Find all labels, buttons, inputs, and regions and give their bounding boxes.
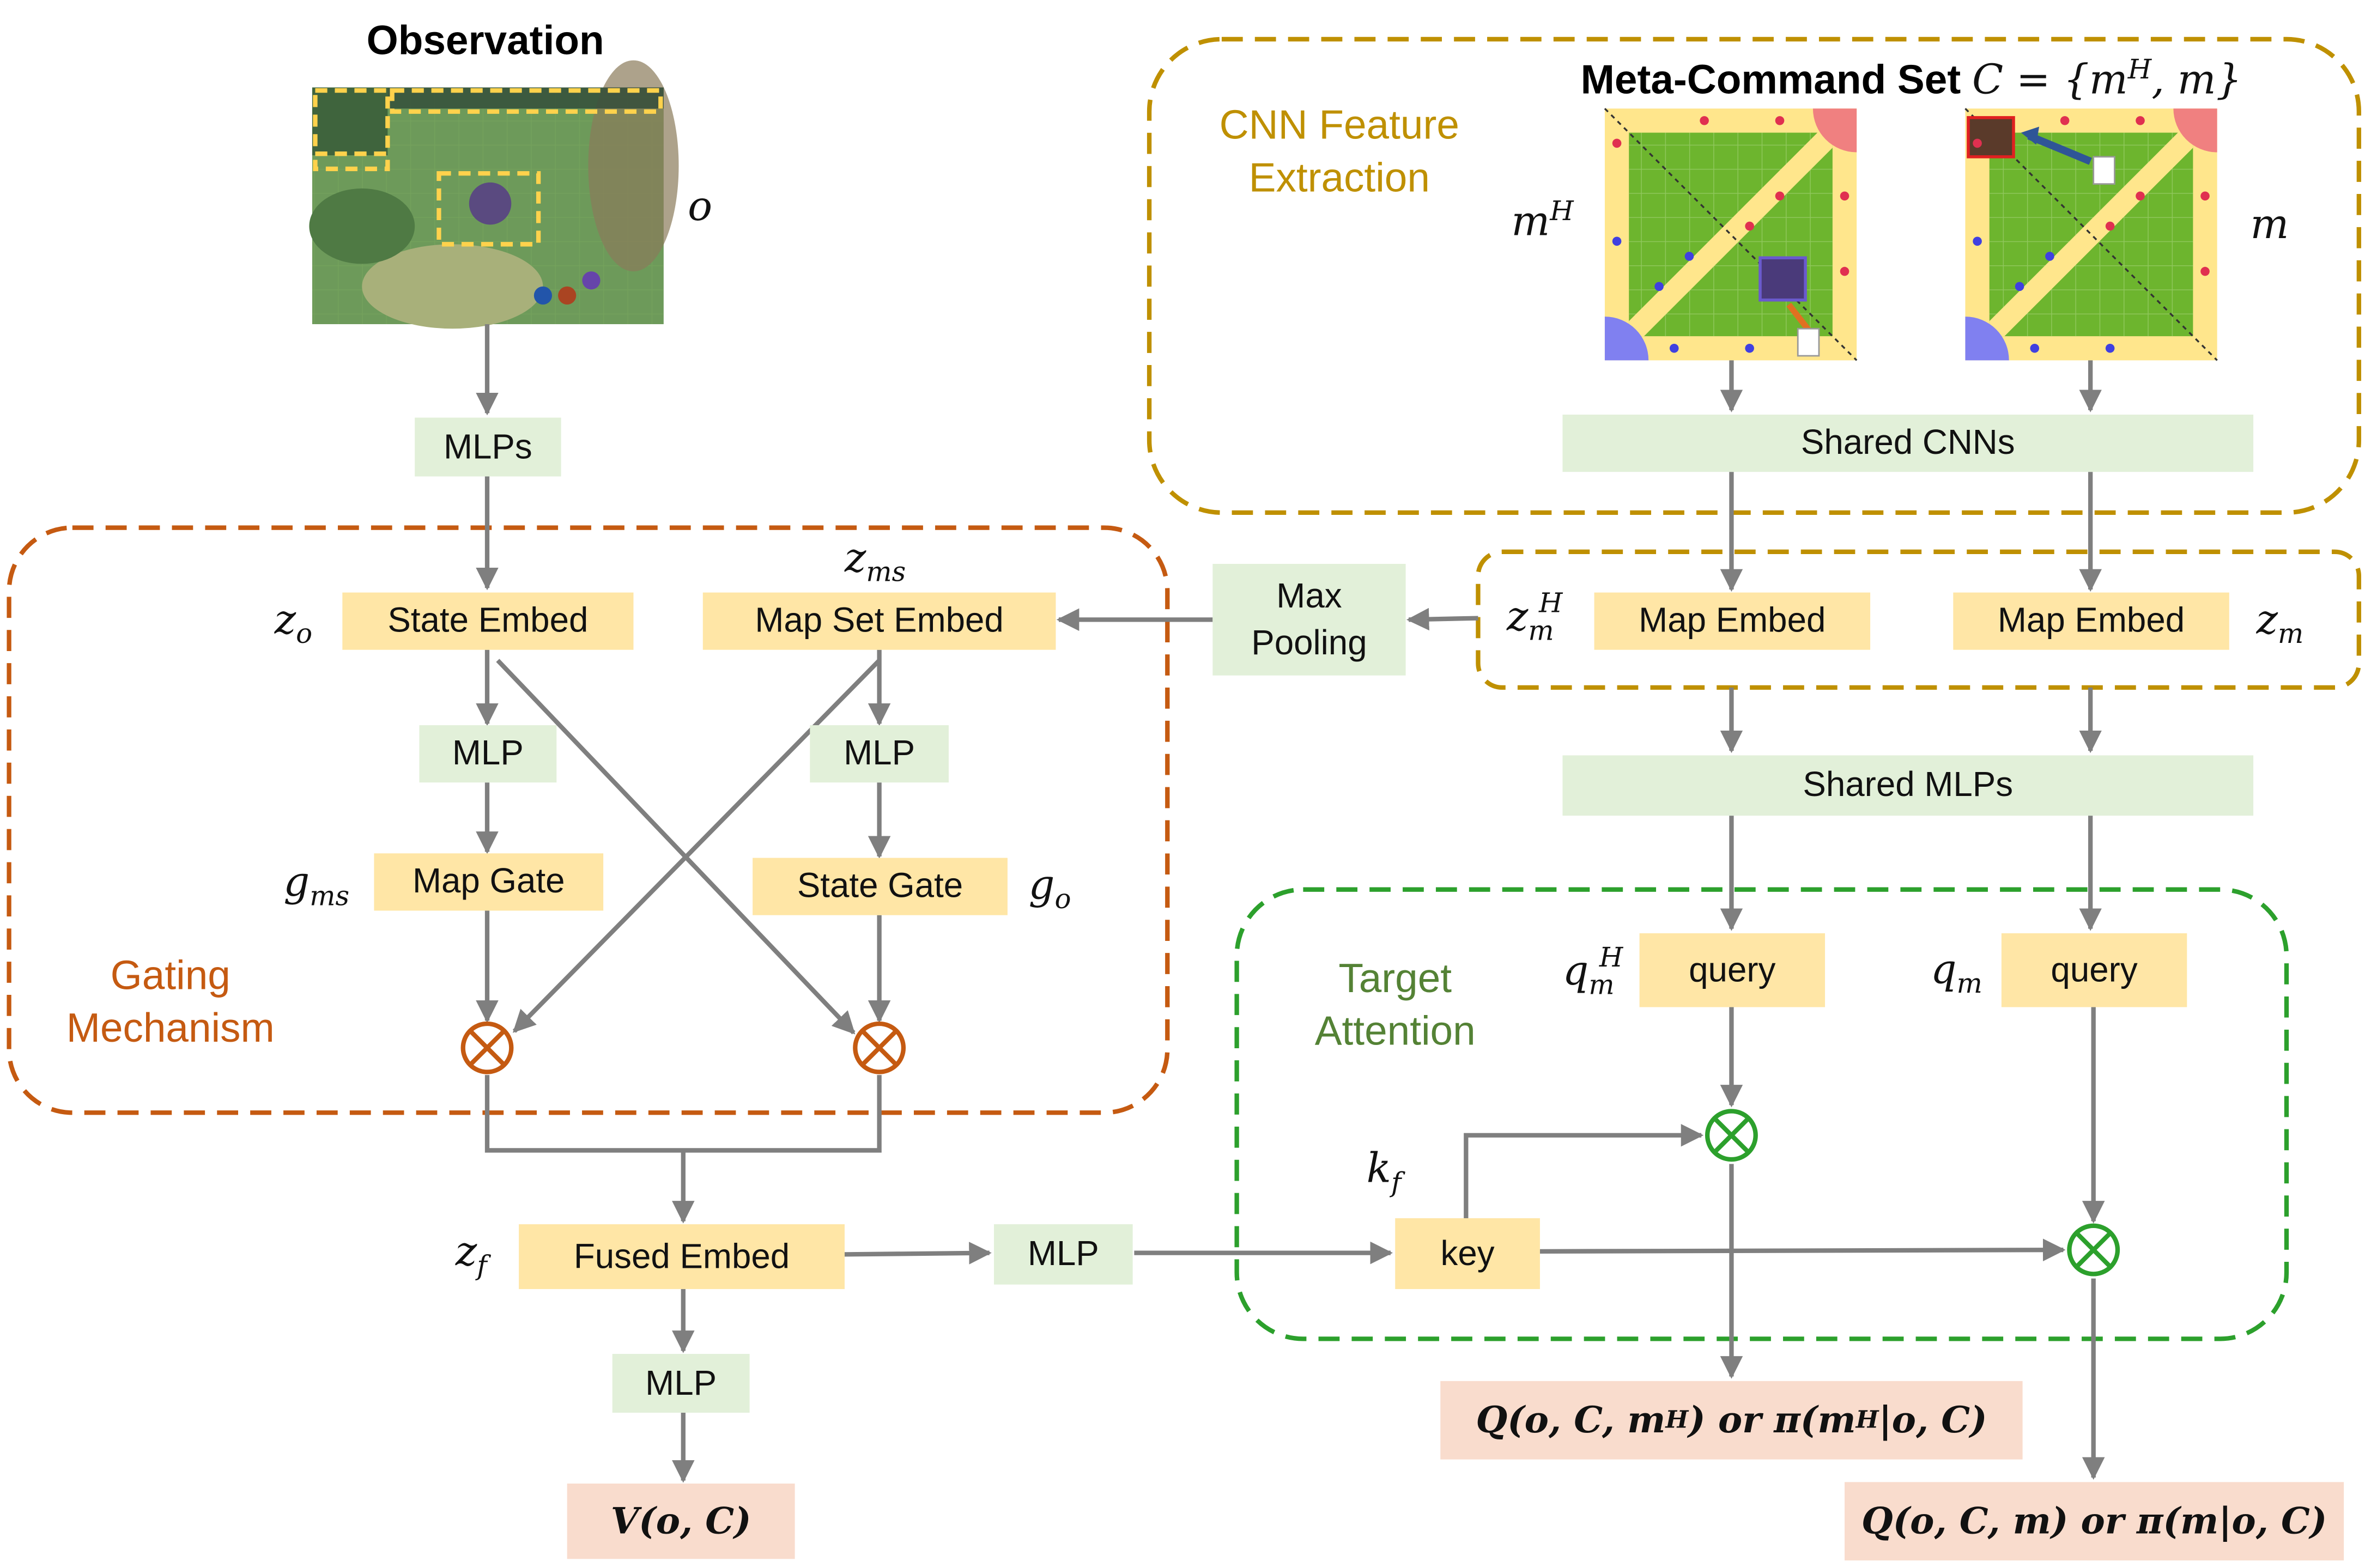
game-screenshot	[309, 60, 679, 329]
target-attention-frame	[1234, 887, 2289, 1341]
k-f-symbol: kf	[1366, 1146, 1402, 1200]
state-embed-box: State Embed	[342, 592, 634, 650]
gate-multiply-right	[853, 1021, 906, 1074]
gating-mechanism-frame	[7, 525, 1170, 1115]
meta-command-set-label: Meta-Command Set	[1580, 57, 1961, 103]
mlp-right-box: MLP	[810, 725, 949, 783]
state-gate-box: State Gate	[753, 858, 1008, 915]
z-f-symbol: zf	[455, 1229, 487, 1283]
q-mH-symbol: qmH	[1562, 942, 1623, 1002]
q-low-output-box: Q(o, C, m) or π(m|o, C)	[1845, 1482, 2344, 1561]
mlps-box: MLPs	[415, 417, 561, 477]
shared-cnns-box: Shared CNNs	[1562, 415, 2254, 472]
z-o-symbol: zo	[274, 597, 313, 651]
meta-command-set-title: Meta-Command Set C = {mH, m}	[1581, 54, 2242, 104]
observation-title: Observation	[366, 18, 604, 64]
z-ms-symbol: zms	[844, 535, 906, 589]
map-symbol-high: mH	[1511, 196, 1574, 246]
value-output-box: V(o, C)	[567, 1484, 795, 1559]
z-mH-symbol: zmH	[1507, 588, 1563, 648]
map-embed-right-box: Map Embed	[1953, 592, 2229, 650]
mlp-value-box: MLP	[612, 1354, 750, 1413]
shared-mlps-box: Shared MLPs	[1562, 755, 2254, 816]
map-embed-left-box: Map Embed	[1594, 592, 1871, 650]
q-m-symbol: qm	[1930, 946, 1982, 1000]
mlp-mid-box: MLP	[993, 1224, 1133, 1285]
observation-symbol: o	[688, 184, 713, 231]
meta-command-map-low	[1964, 108, 2218, 361]
map-gate-box: Map Gate	[374, 853, 604, 911]
g-o-symbol: go	[1028, 862, 1071, 916]
map-symbol-low: m	[2250, 202, 2289, 249]
attention-multiply-left	[1705, 1109, 1758, 1162]
query-right-box: query	[2001, 933, 2187, 1007]
gate-multiply-left	[460, 1021, 514, 1074]
key-box: key	[1395, 1218, 1540, 1290]
meta-command-set-formula: C = {mH, m}	[1972, 54, 2242, 104]
z-m-symbol: zm	[2256, 597, 2304, 651]
query-left-box: query	[1639, 933, 1826, 1007]
meta-command-map-high	[1604, 108, 1858, 361]
fused-embed-box: Fused Embed	[519, 1224, 845, 1290]
attention-multiply-right	[2067, 1223, 2120, 1277]
connectors	[476, 324, 2105, 1483]
mlp-left-box: MLP	[419, 725, 557, 783]
map-set-embed-box: Map Set Embed	[702, 592, 1056, 650]
g-ms-symbol: gms	[283, 859, 350, 913]
cnn-feature-extraction-frame	[1147, 37, 2361, 515]
